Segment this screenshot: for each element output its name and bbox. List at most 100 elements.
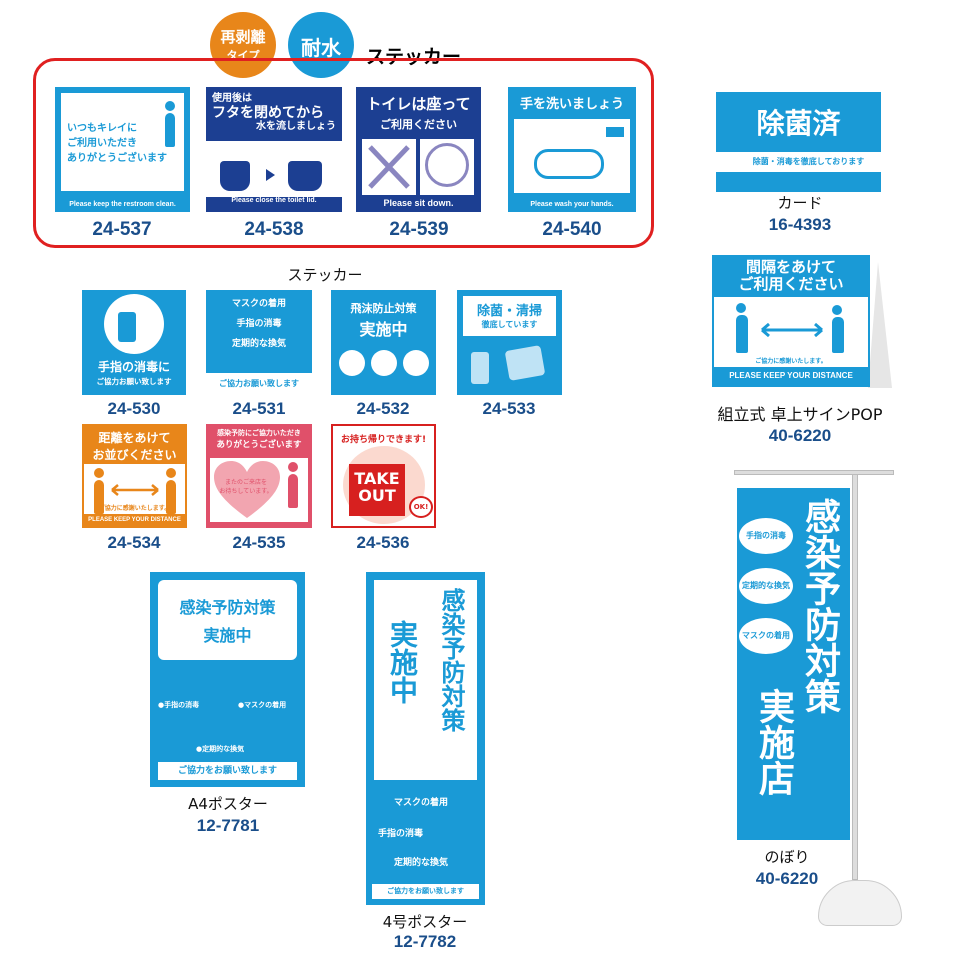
pop-stand-side <box>868 262 892 388</box>
standing-prohibited-icon <box>362 139 416 195</box>
line: お待ちしています。 <box>219 488 273 495</box>
bubble: 手指の消毒 <box>739 518 793 554</box>
sitting-icon <box>420 139 474 195</box>
arrow-right-icon <box>266 169 275 181</box>
pop-40-6220[interactable]: 間隔をあけて ご利用ください ご協力に感謝いたします。 PLEASE KEEP … <box>712 255 870 387</box>
code-24-532: 24-532 <box>356 399 410 418</box>
line: 間隔をあけて <box>745 258 836 276</box>
item: マスクの着用 <box>394 798 449 808</box>
person-icon <box>832 305 844 353</box>
sticker-24-536[interactable]: お持ち帰りできます! TAKE OUT OK! <box>331 424 436 528</box>
card-label: カード <box>777 194 823 212</box>
line: 除菌・清掃 <box>476 304 542 319</box>
bubble: マスクの着用 <box>739 618 793 654</box>
card-code: 16-4393 <box>768 215 832 234</box>
sticker-en: Please sit down. <box>383 198 454 208</box>
line: ありがとうございます <box>67 153 167 164</box>
line: トイレは座って <box>366 95 471 113</box>
line: 使用後は <box>212 93 252 104</box>
poster-footer: ご協力をお願い致します <box>372 884 479 899</box>
sticker-24-535[interactable]: 感染予防にご協力いただき ありがとうございます またのご来店を お待ちしています… <box>206 424 312 528</box>
line: 距離をあけて <box>98 431 171 445</box>
sticker-title: ステッカー <box>366 46 462 68</box>
poster-title: 実施中 <box>386 620 419 704</box>
icon-circles <box>339 350 429 376</box>
handwash-illustration <box>514 119 630 193</box>
item: 定期的な換気 <box>394 858 449 868</box>
line: お持ち帰りできます! <box>340 435 427 445</box>
distance-arrow-icon <box>111 484 159 496</box>
ok-badge: OK! <box>409 496 433 518</box>
line: ご協力お願い致します <box>206 373 312 395</box>
sticker-24-531[interactable]: マスクの着用 手指の消毒 定期的な換気 ご協力お願い致します <box>206 290 312 395</box>
line: OUT <box>358 486 396 505</box>
stickers-label: ステッカー <box>287 266 363 284</box>
line: マスクの着用 <box>231 299 286 309</box>
poster-a4-12-7781[interactable]: 感染予防対策 実施中 ●手指の消毒 ●マスクの着用 ●定期的な換気 ご協力をお願… <box>150 572 305 787</box>
featured-frame <box>33 58 654 248</box>
card-subtitle: 除菌・消毒を徹底しております <box>716 152 881 172</box>
sticker-en: Please close the toilet lid. <box>231 197 317 204</box>
person-icon <box>736 303 748 353</box>
code-24-536: 24-536 <box>356 533 410 552</box>
code-24-537: 24-537 <box>92 219 152 240</box>
poster-title: 感染予防対策 <box>179 598 276 617</box>
sticker-24-532[interactable]: 飛沫防止対策 実施中 <box>331 290 436 395</box>
sticker-24-539[interactable]: トイレは座って ご利用ください Please sit down. <box>356 87 481 212</box>
poster-title: 感染予防対策 <box>437 588 465 732</box>
code-24-538: 24-538 <box>244 219 304 240</box>
poster-footer: ご協力をお願い致します <box>158 762 297 780</box>
line: 飛沫防止対策 <box>350 302 417 315</box>
card-16-4393[interactable]: 除菌済 除菌・消毒を徹底しております <box>716 92 881 192</box>
line: 手指の消毒に <box>97 360 170 374</box>
line: 手指の消毒 <box>236 319 282 329</box>
sticker-24-537[interactable]: いつもキレイに ご利用いただき ありがとうございます Please keep t… <box>55 87 190 212</box>
spray-bottle-icon <box>471 352 489 384</box>
a4-label: A4ポスター <box>188 795 268 813</box>
code-24-539: 24-539 <box>389 219 449 240</box>
toilet-illustration <box>206 141 342 197</box>
line: 定期的な換気 <box>231 339 286 349</box>
waterproof-badge: 耐水 <box>288 12 354 78</box>
person-icon <box>166 468 176 514</box>
pop-code: 40-6220 <box>768 426 832 445</box>
sticker-24-540[interactable]: 手を洗いましょう Please wash your hands. <box>508 87 636 212</box>
poster-no4-12-7782[interactable]: 感染予防対策 実施中 マスクの着用 手指の消毒 定期的な換気 ご協力をお願い致し… <box>366 572 485 905</box>
distance-arrow-icon <box>761 323 823 337</box>
line: ご協力に感謝いたします。 <box>98 506 171 512</box>
line: またのご来店を <box>224 479 267 486</box>
code-24-533: 24-533 <box>482 399 536 418</box>
wipe-cloth-icon <box>504 345 546 381</box>
sticker-24-538[interactable]: 使用後は フタを閉めてから 水を流しましょう Please close the … <box>206 87 342 212</box>
line: フタを閉めてから <box>212 105 324 121</box>
no4-code: 12-7782 <box>393 932 457 951</box>
code-24-535: 24-535 <box>232 533 286 552</box>
sanitizer-icon <box>104 294 164 354</box>
sticker-24-530[interactable]: 手指の消毒に ご協力お願い致します <box>82 290 186 395</box>
badge-text: 再剥離 <box>220 28 266 46</box>
sticker-en: Please wash your hands. <box>530 201 614 208</box>
a4-code: 12-7781 <box>196 816 260 835</box>
sticker-en: Please keep the restroom clean. <box>69 201 176 208</box>
pop-label: 組立式 卓上サインPOP <box>717 405 883 424</box>
nobori-title: 実施店 <box>753 688 794 796</box>
sticker-24-533[interactable]: 除菌・清掃 徹底しています <box>457 290 562 395</box>
line: 感染予防にご協力いただき <box>217 429 301 437</box>
line: お並びください <box>92 448 177 462</box>
line: いつもキレイに <box>67 123 137 134</box>
sticker-24-534[interactable]: 距離をあけて お並びください ご協力に感謝いたします。 PLEASE KEEP … <box>82 424 187 528</box>
flag-top-bar <box>734 470 894 475</box>
nobori-title: 感染予防対策 <box>799 498 840 714</box>
line: ご協力お願い致します <box>96 377 172 386</box>
nobori-40-6220[interactable]: 感染予防対策 実施店 手指の消毒 定期的な換気 マスクの着用 <box>737 488 850 840</box>
person-icon <box>94 468 104 514</box>
person-icon <box>288 462 298 508</box>
flag-pole <box>852 470 858 880</box>
line: ご利用ください <box>738 275 844 293</box>
heart-icon <box>214 461 280 518</box>
removable-badge: 再剥離 タイプ <box>210 12 276 78</box>
no4-label: 4号ポスター <box>382 913 468 931</box>
line: PLEASE KEEP YOUR DISTANCE <box>714 367 868 385</box>
code-24-534: 24-534 <box>107 533 161 552</box>
code-24-540: 24-540 <box>542 219 602 240</box>
